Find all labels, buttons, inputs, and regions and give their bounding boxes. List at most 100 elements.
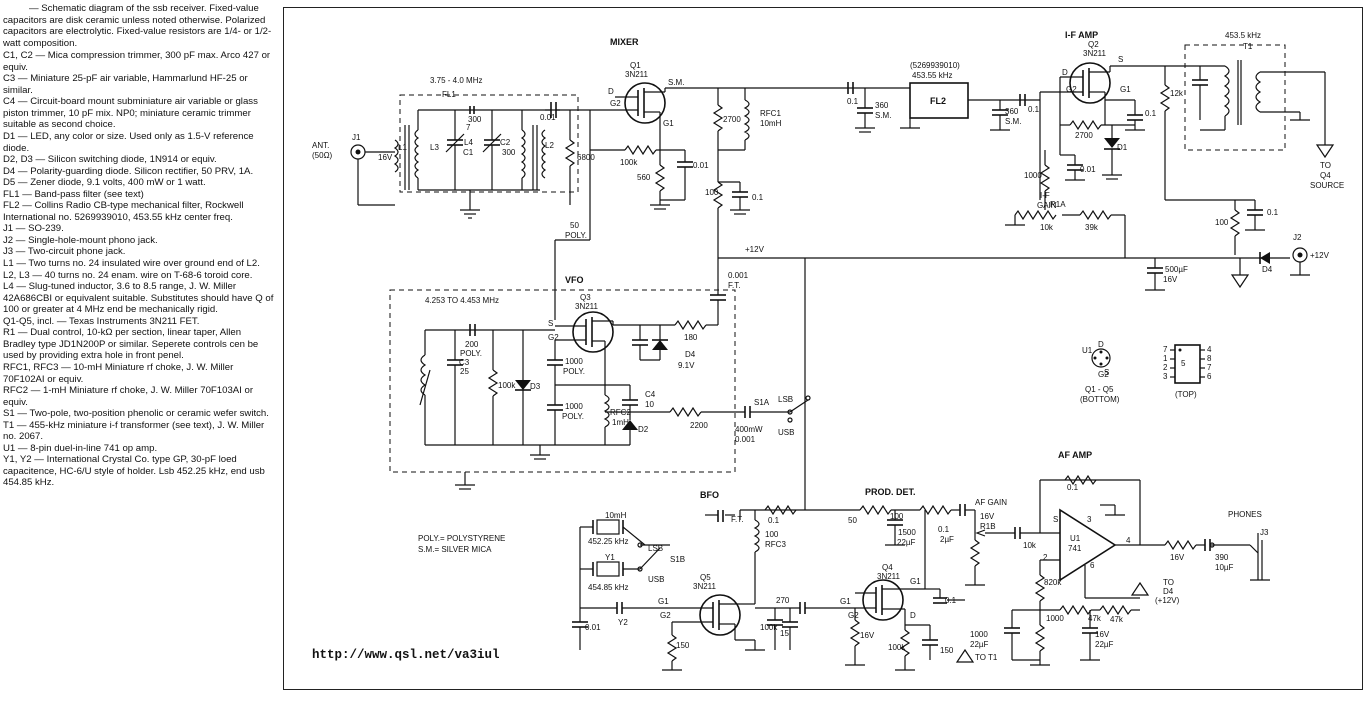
q5-type-label: 3N211 — [693, 582, 717, 591]
legend-part-ref: Q1-Q5, incl. — [3, 315, 55, 327]
component-value-label: 560 — [637, 173, 651, 182]
to-q4-source-1: TO — [1320, 161, 1331, 170]
component-value-label: 4 — [1126, 536, 1131, 545]
legend-part-ref: RFC1, RFC3 — [3, 361, 59, 373]
legend-part-entry: C4 — Circuit-board mount subminiature ai… — [3, 96, 275, 131]
legend-part-text: — Two-circuit phone jack. — [13, 246, 126, 258]
component-value-label: 180 — [684, 333, 698, 342]
component-value-label: 0.1 — [1267, 208, 1279, 217]
u1-pinout-diagram — [1174, 344, 1201, 384]
component-value-label: 6 — [1207, 372, 1212, 381]
component-value-label: 10mH — [605, 511, 627, 520]
ground-symbol — [460, 209, 480, 219]
j3-label: J3 — [1260, 528, 1269, 537]
q5-bfo-transistor — [699, 594, 741, 636]
component-value-label: D — [608, 87, 614, 96]
legend-part-entry: L1 — Two turns no. 24 insulated wire ove… — [3, 258, 275, 270]
component-value-label: S — [1104, 368, 1109, 377]
antenna-impedance-label: (50Ω) — [312, 151, 333, 160]
legend-part-entry: J2 — Single-hole-mount phono jack. — [3, 235, 275, 247]
q4-product-detector-transistor — [862, 579, 904, 621]
q-pinout-caption: Q1 - Q5 — [1085, 385, 1114, 394]
component-value-label: 7 — [466, 123, 471, 132]
legend-part-text: — Collins Radio CB-type mechanical filte… — [3, 200, 244, 223]
component-value-label: G2 — [1066, 85, 1077, 94]
component-value-label: 300 — [468, 115, 482, 124]
q5-label: Q5 — [700, 573, 711, 582]
to-q4-source-3: SOURCE — [1310, 181, 1344, 190]
component-value-label: 39k — [1085, 223, 1099, 232]
legend-part-ref: C1, C2 — [3, 50, 33, 62]
component-value-label: 150 — [940, 646, 954, 655]
component-value-label: 0.1 — [945, 596, 957, 605]
legend-part-ref: D5 — [3, 177, 16, 189]
legend-part-entry: L4 — Slug-tuned inductor, 3.6 to 8.5 ran… — [3, 281, 275, 316]
component-value-label: 3 — [1087, 515, 1092, 524]
if-freq-label: 453.5 kHz — [1225, 31, 1261, 40]
component-value-label: D — [1062, 68, 1068, 77]
source-url: http://www.qsl.net/va3iul — [312, 648, 500, 662]
legend-part-ref: S1 — [3, 408, 15, 420]
component-value-label: 2 — [1163, 363, 1168, 372]
legend-part-ref: FL2 — [3, 200, 20, 212]
component-value-label: 2µF — [940, 535, 954, 544]
to-d4-1: TO — [1163, 578, 1174, 587]
lsb-label-b: LSB — [648, 544, 663, 553]
legend-part-ref: RFC2 — [3, 385, 29, 397]
if-gain-label-1: I-F — [1040, 191, 1050, 200]
component-value-label: 2700 — [1075, 131, 1093, 140]
legend-part-ref: Y1, Y2 — [3, 454, 32, 466]
component-value-label: 100k — [620, 158, 638, 167]
parts-legend: — Schematic diagram of the ssb receiver.… — [3, 3, 275, 489]
component-value-label: 0.001 — [735, 435, 756, 444]
component-value-label: 1mH — [612, 418, 629, 427]
legend-part-ref: FL1 — [3, 188, 20, 200]
legend-part-text: — 10-mH Miniature rf choke, J. W. Miller… — [3, 361, 234, 385]
component-value-label: 16V — [1170, 553, 1185, 562]
component-value-label: 4 — [1207, 345, 1212, 354]
t1-if-transformer — [1184, 44, 1286, 151]
component-value-label: 16V — [378, 153, 393, 162]
mixer-label: MIXER — [610, 37, 639, 47]
component-value-label: 0.1 — [938, 525, 950, 534]
component-value-label: 0.1 — [1145, 109, 1157, 118]
legend-part-ref: J1 — [3, 223, 14, 235]
component-value-label: 7 — [1163, 345, 1168, 354]
component-value-label: 100k — [888, 643, 906, 652]
component-value-label: 400mW — [735, 425, 763, 434]
component-value-label: Y1 — [605, 553, 615, 562]
component-value-label: POLY. — [562, 412, 584, 421]
component-value-label: 1000 — [565, 357, 583, 366]
component-value-label: 16V — [980, 512, 995, 521]
component-value-label: D3 — [530, 382, 541, 391]
component-value-label: 0.1 — [768, 516, 780, 525]
component-value-label: L4 — [464, 138, 473, 147]
component-value-label: 12k — [1170, 89, 1184, 98]
phones-label: PHONES — [1228, 510, 1262, 519]
legend-part-text: — LED, any color or size. Used only as 1… — [3, 131, 254, 154]
antenna-label: ANT. — [312, 141, 329, 150]
legend-part-text: — 455-kHz miniature i-f transformer (see… — [3, 419, 265, 443]
component-value-label: S.M. — [875, 111, 891, 120]
legend-part-ref: L2, L3 — [3, 269, 30, 281]
legend-part-ref: D4 — [3, 165, 16, 177]
fl2-label: FL2 — [930, 96, 946, 106]
component-value-label: 47k — [1088, 614, 1102, 623]
component-value-label: 1000 — [1024, 171, 1042, 180]
component-value-label: RFC3 — [765, 540, 786, 549]
component-value-label: 0.001 — [728, 271, 749, 280]
to-d4-2: D4 — [1163, 587, 1174, 596]
legend-part-text: — Two turns no. 24 insulated wire over g… — [13, 258, 260, 270]
component-value-label: 7 — [1207, 363, 1212, 372]
component-value-label: C2 — [500, 138, 511, 147]
q1-type-label: 3N211 — [625, 70, 649, 79]
component-value-label: S.M. — [668, 78, 684, 87]
legend-part-entry: J3 — Two-circuit phone jack. — [3, 246, 275, 258]
component-value-label: 100k — [760, 623, 778, 632]
legend-part-entry: RFC1, RFC3 — 10-mH Miniature rf choke, J… — [3, 362, 275, 385]
u1-op-amp — [1059, 508, 1117, 582]
legend-part-entry: S1 — Two-pole, two-position phenolic or … — [3, 408, 275, 420]
component-value-label: L2 — [545, 141, 554, 150]
component-value-label: D — [910, 611, 916, 620]
legend-part-entry: FL2 — Collins Radio CB-type mechanical f… — [3, 200, 275, 223]
